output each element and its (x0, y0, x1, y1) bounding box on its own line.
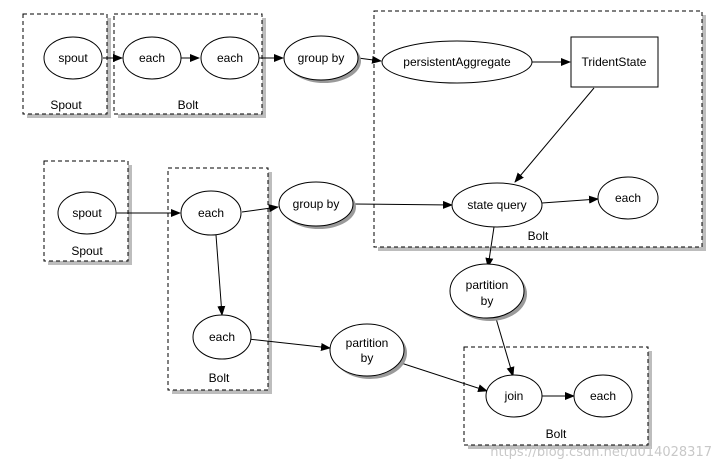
watermark-text: https://blog.csdn.net/u014028317 (490, 445, 712, 460)
node-label: spout (58, 51, 88, 65)
node-partition-by-2: partition by (329, 323, 407, 379)
edge-each-to-partition2 (247, 338, 331, 351)
node-each-sq: each (597, 176, 659, 220)
node-spout-a: spout (43, 36, 103, 80)
group-label-bolt-1: Bolt (178, 98, 199, 112)
edge-tridentstate-to-statequery (514, 87, 595, 183)
edge-groupby-to-aggregate (357, 55, 382, 64)
edge-each-to-each-down (215, 234, 226, 316)
node-label: each (139, 51, 165, 65)
edges (103, 54, 599, 400)
edge-each-to-groupby-2 (241, 204, 279, 213)
node-label-line-1: partition (466, 278, 509, 292)
node-label: each (615, 191, 641, 205)
node-label: each (198, 206, 224, 220)
node-label: TridentState (582, 55, 647, 69)
node-label: join (504, 389, 524, 403)
edge-statequery-to-each (541, 195, 599, 204)
group-label-bolt-2: Bolt (209, 371, 230, 385)
node-label: each (209, 330, 235, 344)
group-label-spout-2: Spout (71, 244, 103, 258)
node-label: persistentAggregate (403, 55, 511, 69)
group-label-spout-1: Spout (50, 98, 82, 112)
node-groupby-b: group by (278, 181, 356, 229)
node-persistent-aggregate: persistentAggregate (381, 40, 533, 84)
edge-groupby2-to-statequery (352, 200, 453, 209)
node-each-join: each (573, 374, 633, 418)
node-each-b1: each (180, 190, 242, 236)
node-each-b2: each (192, 314, 252, 360)
node-trident-state: TridentState (570, 36, 659, 88)
node-label: spout (72, 206, 102, 220)
node-label-line-2: by (361, 351, 374, 365)
node-state-query: state query (451, 182, 543, 228)
node-label-line-2: by (481, 294, 494, 308)
node-each-a1: each (122, 36, 182, 80)
node-join: join (485, 374, 543, 418)
node-label-line-1: partition (346, 336, 389, 350)
node-label: each (590, 389, 616, 403)
edge-statequery-to-partition1 (485, 226, 495, 268)
node-label: state query (467, 198, 526, 212)
group-label-bolt-3: Bolt (546, 427, 567, 441)
group-label-bolt-big: Bolt (528, 229, 549, 243)
node-groupby-a: group by (283, 35, 361, 83)
edge-partition2-to-join (397, 361, 488, 393)
node-label: group by (298, 51, 345, 65)
node-each-a2: each (200, 36, 260, 80)
node-partition-by-1: partition by (449, 263, 527, 321)
node-label: each (217, 51, 243, 65)
node-spout-b: spout (57, 191, 117, 235)
node-label: group by (293, 197, 340, 211)
edge-partition1-to-join (494, 314, 515, 377)
